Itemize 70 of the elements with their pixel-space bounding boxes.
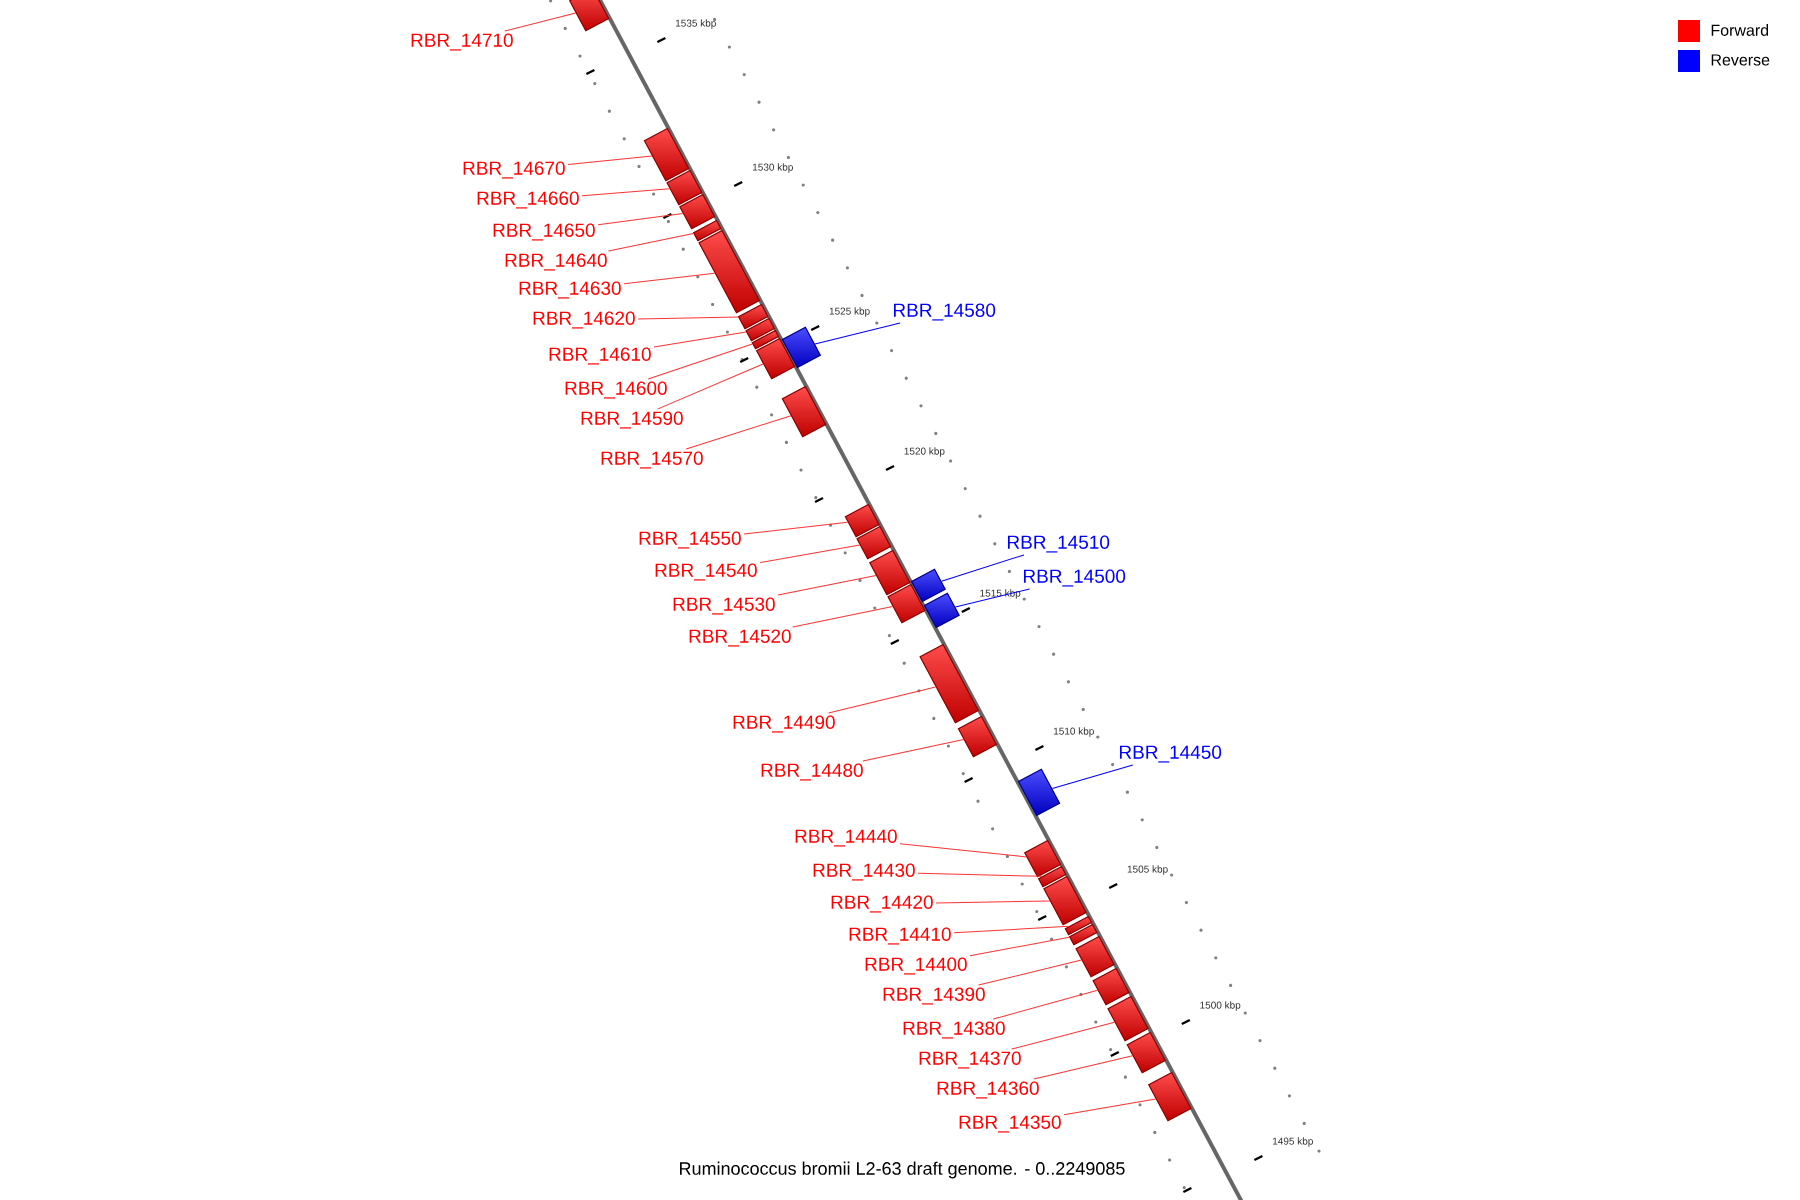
leader-line [954,588,1031,608]
leader-line [1011,1021,1115,1050]
leader-line [608,233,694,252]
gene-label: RBR_14640 [505,253,607,271]
gene-label: RBR_14580 [894,303,996,321]
leader-line [637,316,739,320]
leader-line [862,739,965,762]
leader-line [743,521,849,535]
leader-line [941,554,1025,582]
gene-label: RBR_14520 [689,629,791,647]
gene-label: RBR_14570 [601,451,703,469]
leader-line [653,331,747,348]
leader-line [581,188,671,197]
leader-line [685,415,792,450]
leader-line [777,574,877,596]
gene-label: RBR_14530 [673,597,775,615]
leader-line [978,959,1082,986]
gene-label: RBR_14620 [533,311,635,329]
leader-line [656,363,764,410]
gene-label: RBR_14370 [919,1051,1021,1069]
leader-line [828,686,937,714]
legend-label: Forward [1711,24,1769,36]
gene-label: RBR_14670 [463,161,565,179]
gene-label: RBR_14420 [831,895,933,913]
caption: Ruminococcus bromii L2-63 draft genome. - 0..2249085 [680,1161,1125,1179]
leader-line [504,12,577,32]
leader-line [597,213,684,226]
gene-label: RBR_14630 [519,281,621,299]
gene-label: RBR_14540 [655,563,757,581]
gene-label: RBR_14590 [581,411,683,429]
gene-label: RBR_14350 [959,1115,1061,1133]
leader-line [792,606,894,628]
leader-line [623,272,716,285]
gene-block [643,127,690,182]
leader-line [759,544,861,564]
leader-line [814,322,901,345]
gene-label: RBR_14510 [1008,535,1110,553]
gene-label: RBR_14500 [1024,569,1126,587]
leader-line [953,925,1070,934]
gene-block [781,385,827,438]
gene-label: RBR_14600 [565,381,667,399]
gene-label: RBR_14410 [849,927,951,945]
gene-label: RBR_14400 [865,957,967,975]
gene-label: RBR_14430 [813,863,915,881]
gene-block [1017,768,1061,817]
gene-label: RBR_14360 [937,1081,1039,1099]
gene-label: RBR_14390 [883,987,985,1005]
leader-line [969,936,1070,957]
gene-label: RBR_14380 [903,1021,1005,1039]
gene-block [1147,1071,1192,1122]
leader-line [899,843,1027,858]
legend-label: Reverse [1711,54,1770,66]
gene-label: RBR_14490 [733,715,835,733]
leader-line [992,989,1099,1020]
gene-label: RBR_14660 [477,191,579,209]
gene-label: RBR_14650 [493,223,595,241]
gene-label: RBR_14480 [761,763,863,781]
leader-line [647,343,753,380]
gene-label: RBR_14550 [639,531,741,549]
gene-label: RBR_14610 [549,347,651,365]
leader-line [567,155,653,166]
gene-label: RBR_14450 [1120,745,1222,763]
gene-label: RBR_14710 [411,33,513,51]
leader-line [935,900,1051,904]
leader-line [1063,1098,1157,1116]
leader-line [1033,1055,1133,1080]
leader-line [1051,764,1134,789]
gene-label: RBR_14440 [795,829,897,847]
leader-line [917,872,1043,877]
gene-block [568,0,610,32]
